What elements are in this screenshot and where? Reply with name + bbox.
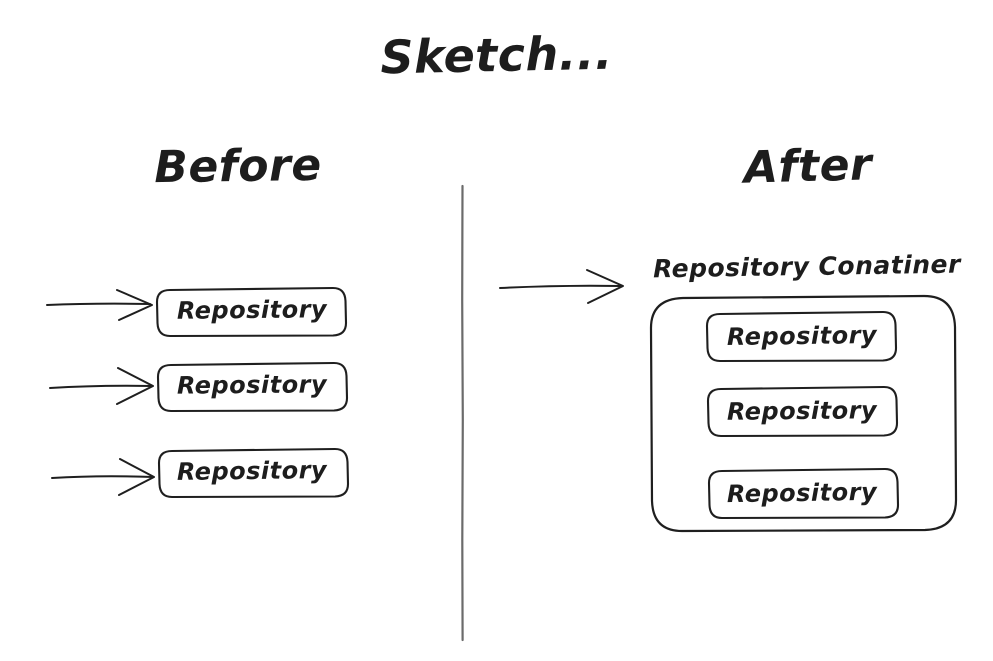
repository-box-left-2-label: Repository: [176, 370, 328, 400]
repository-box-left-1-label: Repository: [176, 295, 328, 325]
heading-after: After: [743, 139, 873, 194]
arrow-to-repository-3: [51, 458, 155, 496]
repository-box-right-3[interactable]: [707, 467, 900, 520]
repository-box-right-3-label: Repository: [726, 477, 878, 509]
repository-box-left-3-label: Repository: [176, 456, 328, 486]
heading-before: Before: [153, 139, 322, 194]
repository-container-box[interactable]: [649, 294, 958, 533]
vertical-divider: [461, 184, 464, 642]
repository-container-label: Repository Conatiner: [652, 249, 962, 284]
arrow-to-repository-2: [49, 367, 154, 405]
arrow-to-repository-container: [499, 269, 624, 304]
repository-box-left-2[interactable]: [156, 361, 349, 413]
repository-box-left-1[interactable]: [155, 286, 348, 338]
repository-box-right-2[interactable]: [706, 385, 899, 438]
repository-box-right-1[interactable]: [705, 310, 898, 363]
repository-box-left-3[interactable]: [157, 447, 350, 499]
arrow-to-repository-1: [46, 289, 153, 321]
repository-box-right-2-label: Repository: [726, 396, 878, 426]
repository-box-right-1-label: Repository: [726, 320, 878, 352]
